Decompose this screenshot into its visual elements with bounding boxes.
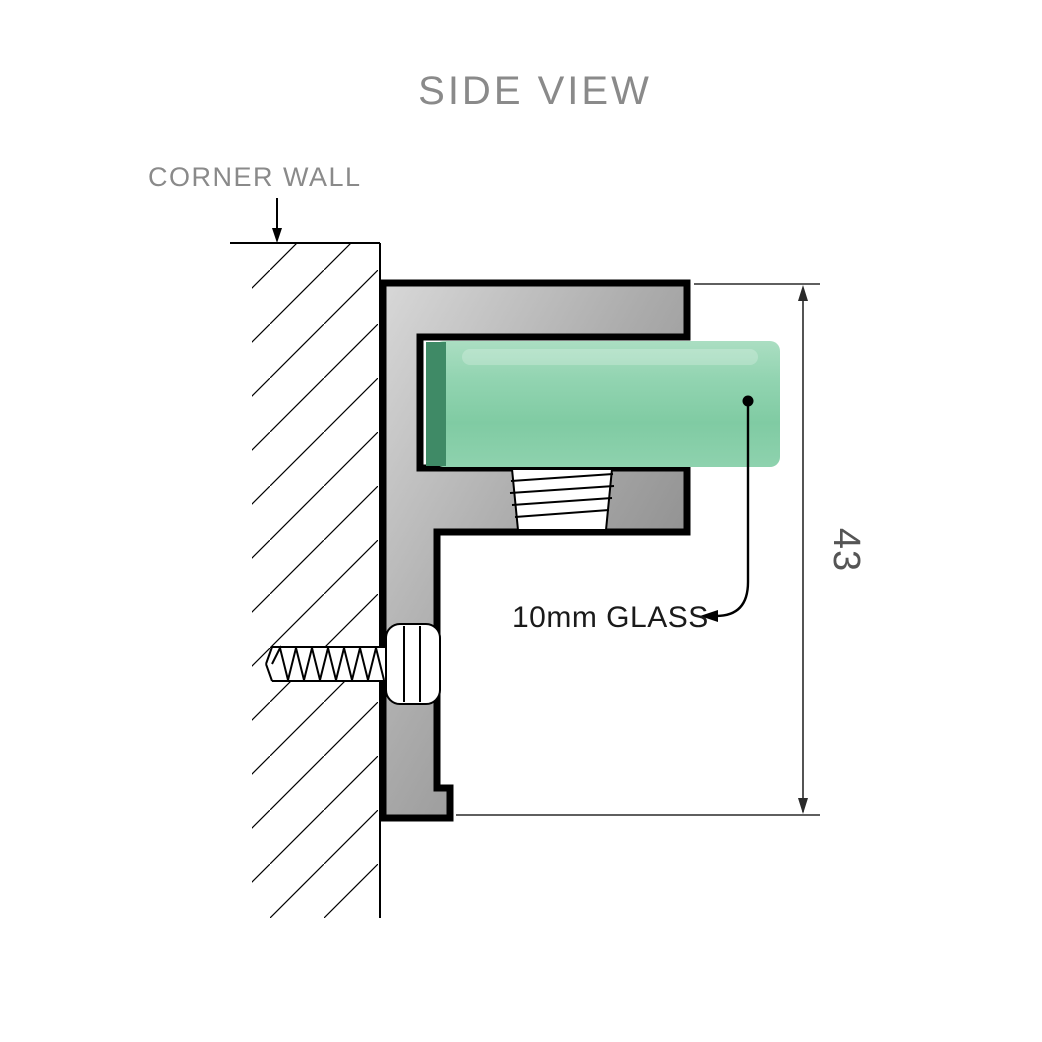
leader-arrow-icon bbox=[700, 610, 718, 622]
set-screw-threads bbox=[509, 473, 615, 518]
wall-screw-shaft-outline bbox=[265, 646, 386, 682]
wall-screw-head bbox=[385, 623, 441, 705]
corner-wall-label: CORNER WALL bbox=[148, 162, 362, 192]
corner-wall-arrow-icon bbox=[272, 228, 282, 243]
dim-arrow-down-icon bbox=[798, 798, 808, 814]
clamp-bracket-body bbox=[379, 279, 691, 822]
leader-line bbox=[715, 405, 750, 618]
glass-panel-body bbox=[434, 341, 780, 467]
leader-dot bbox=[742, 395, 754, 407]
glass-panel bbox=[426, 341, 780, 467]
wall-screw-threads bbox=[271, 645, 385, 681]
glass-set-screw bbox=[509, 468, 615, 531]
glass-panel-edge bbox=[426, 342, 446, 466]
glass-highlight bbox=[462, 349, 758, 365]
dim-value: 43 bbox=[825, 528, 867, 572]
glass-label: 10mm GLASS bbox=[512, 601, 709, 634]
dim-arrow-up-icon bbox=[798, 285, 808, 301]
wall-screw-shaft bbox=[266, 647, 386, 681]
wall-fixing-screw bbox=[265, 623, 441, 705]
wall-hatching bbox=[252, 244, 378, 918]
diagram-title: SIDE VIEW bbox=[418, 69, 652, 113]
height-dimension: 43 bbox=[456, 283, 867, 816]
